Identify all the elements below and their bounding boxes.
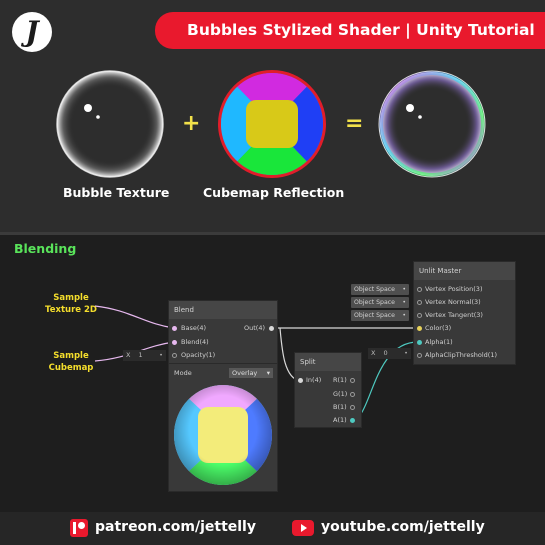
out-output-label: Out(4) [244, 324, 265, 332]
mode-label: Mode [174, 369, 192, 377]
vertex-position-label: Vertex Position(3) [425, 285, 483, 293]
label-line: Sample [53, 351, 89, 361]
mode-value: Overlay [232, 369, 258, 377]
mode-dropdown[interactable]: Overlay ▾ [229, 368, 273, 378]
label-line: Texture 2D [45, 305, 97, 315]
result-bubble-image [378, 70, 486, 178]
title-banner: Bubbles Stylized Shader | Unity Tutorial [155, 12, 545, 49]
opacity-input-label: Opacity(1) [181, 351, 216, 359]
split-in-label: In(4) [306, 376, 322, 384]
split-a-label: A(1) [333, 416, 347, 424]
youtube-link[interactable]: youtube.com/jettelly [321, 519, 485, 535]
axis-label: X [126, 351, 131, 359]
alpha-clip-value-field[interactable]: X 0 • [368, 348, 411, 359]
patreon-icon [70, 519, 88, 537]
object-space-field[interactable]: Object Space • [351, 284, 409, 295]
vertex-normal-port[interactable] [417, 300, 422, 305]
vertex-normal-label: Vertex Normal(3) [425, 298, 481, 306]
split-node-title[interactable]: Split [295, 353, 361, 371]
vertex-tangent-port[interactable] [417, 313, 422, 318]
equation-illustrations [56, 70, 486, 178]
split-g-port[interactable] [350, 392, 355, 397]
jettelly-logo: J [12, 12, 52, 52]
split-b-port[interactable] [350, 405, 355, 410]
opacity-value: 1 [138, 351, 143, 359]
footer-bar [0, 512, 545, 545]
unlit-master-node[interactable]: Unlit Master [413, 261, 516, 365]
label-line: Sample [53, 293, 89, 303]
color-port[interactable] [417, 326, 422, 331]
cubemap-reflection-image [218, 70, 326, 178]
section-title: Blending [14, 241, 77, 256]
field-dot: • [402, 312, 406, 319]
field-dot: • [159, 351, 163, 359]
opacity-input-port[interactable] [172, 353, 177, 358]
opacity-value-field[interactable]: X 1 • [123, 350, 166, 361]
caption-bubble-texture: Bubble Texture [63, 185, 170, 200]
split-a-port[interactable] [350, 418, 355, 423]
object-space-field[interactable]: Object Space • [351, 297, 409, 308]
node-separator [168, 363, 278, 364]
split-r-port[interactable] [350, 378, 355, 383]
color-label: Color(3) [425, 324, 452, 332]
section-divider [0, 232, 545, 235]
field-dot: • [402, 299, 406, 306]
space-label: Object Space [354, 286, 395, 293]
object-space-field[interactable]: Object Space • [351, 310, 409, 321]
alpha-label: Alpha(1) [425, 338, 453, 346]
base-input-port[interactable] [172, 326, 177, 331]
patreon-link[interactable]: patreon.com/jettelly [95, 519, 256, 535]
alpha-clip-label: AlphaClipThreshold(1) [425, 351, 497, 359]
field-dot: • [404, 349, 408, 357]
vertex-tangent-label: Vertex Tangent(3) [425, 311, 483, 319]
base-input-label: Base(4) [181, 324, 207, 332]
blend-input-port[interactable] [172, 340, 177, 345]
blend-preview-sphere [174, 385, 272, 485]
caption-cubemap-reflection: Cubemap Reflection [203, 185, 345, 200]
blend-node-title[interactable]: Blend [169, 301, 277, 319]
space-label: Object Space [354, 312, 395, 319]
equals-sign: = [345, 111, 364, 136]
label-sample-texture: Sample Texture 2D [37, 292, 105, 316]
blend-input-label: Blend(4) [181, 338, 209, 346]
split-b-label: B(1) [333, 403, 347, 411]
threshold-value: 0 [383, 349, 388, 357]
field-dot: • [402, 286, 406, 293]
bubble-texture-image [56, 70, 164, 178]
space-label: Object Space [354, 299, 395, 306]
out-output-port[interactable] [269, 326, 274, 331]
axis-label: X [371, 349, 376, 357]
vertex-position-port[interactable] [417, 287, 422, 292]
chevron-down-icon: ▾ [266, 369, 270, 377]
plus-sign: + [182, 111, 201, 136]
label-sample-cubemap: Sample Cubemap [37, 350, 105, 374]
alpha-port[interactable] [417, 340, 422, 345]
youtube-icon [292, 520, 314, 536]
split-in-port[interactable] [298, 378, 303, 383]
label-line: Cubemap [48, 363, 94, 373]
split-g-label: G(1) [333, 390, 348, 398]
alpha-clip-port[interactable] [417, 353, 422, 358]
split-r-label: R(1) [333, 376, 347, 384]
split-node[interactable]: Split [294, 352, 362, 428]
master-node-title[interactable]: Unlit Master [414, 262, 515, 280]
